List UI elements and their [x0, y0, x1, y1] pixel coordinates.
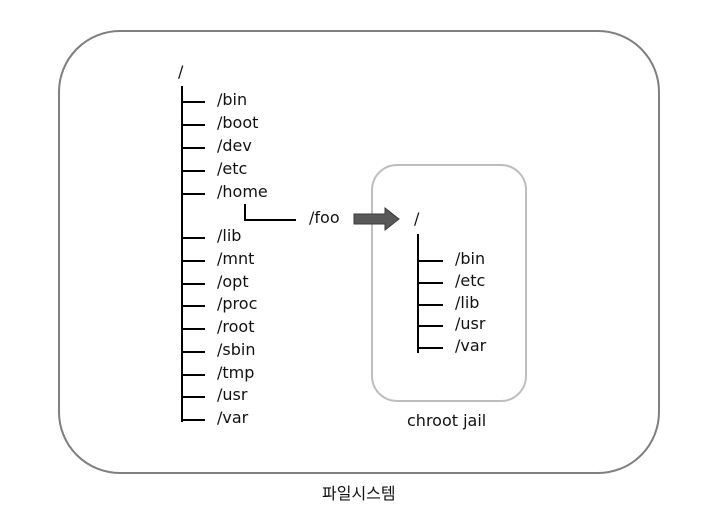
- fs-item-tmp: /tmp: [217, 363, 255, 382]
- fs-branch: [181, 305, 205, 307]
- fs-branch: [181, 351, 205, 353]
- jail-item-bin: /bin: [455, 249, 486, 268]
- fs-branch: [181, 283, 205, 285]
- jail-branch: [417, 325, 443, 328]
- jail-branch: [417, 281, 443, 284]
- fs-branch: [181, 147, 205, 149]
- fs-branch: [181, 124, 205, 126]
- fs-branch: [181, 193, 205, 195]
- jail-item-lib: /lib: [455, 292, 480, 312]
- home-connector-horizontal: [244, 219, 296, 221]
- right-arrow-icon: [353, 207, 400, 231]
- jail-branch: [417, 347, 443, 349]
- fs-item-var: /var: [217, 408, 249, 427]
- filesystem-caption: 파일시스템: [322, 484, 396, 503]
- fs-item-opt: /opt: [217, 272, 249, 291]
- fs-item-bin: /bin: [217, 90, 248, 109]
- fs-item-proc: /proc: [217, 294, 258, 313]
- foo-label: /foo: [309, 208, 340, 227]
- fs-item-sbin: /sbin: [217, 340, 256, 359]
- fs-branch: [181, 237, 205, 239]
- fs-branch: [181, 101, 205, 103]
- fs-branch: [181, 396, 205, 398]
- fs-item-root: /root: [217, 317, 255, 336]
- fs-branch: [181, 374, 205, 376]
- fs-item-home: /home: [217, 182, 268, 201]
- fs-item-boot: /boot: [217, 113, 259, 132]
- fs-tree-trunk: [181, 86, 183, 422]
- chroot-jail-caption: chroot jail: [407, 411, 487, 430]
- jail-tree-trunk: [417, 234, 419, 353]
- fs-branch: [181, 260, 205, 262]
- fs-branch: [181, 170, 205, 172]
- fs-branch: [181, 419, 205, 421]
- fs-item-dev: /dev: [217, 136, 252, 155]
- filesystem-frame: [58, 30, 660, 474]
- fs-item-usr: /usr: [217, 385, 248, 404]
- jail-item-etc: /etc: [455, 270, 486, 290]
- fs-root-label: /: [178, 62, 184, 81]
- fs-item-mnt: /mnt: [217, 249, 255, 268]
- jail-root-label: /: [414, 209, 420, 228]
- chroot-jail-frame: [371, 164, 527, 402]
- jail-branch: [417, 260, 443, 262]
- fs-item-etc: /etc: [217, 159, 248, 178]
- jail-item-usr: /usr: [455, 314, 486, 334]
- fs-item-lib: /lib: [217, 226, 242, 245]
- home-connector-vertical: [244, 204, 246, 220]
- jail-branch: [417, 303, 443, 306]
- fs-branch: [181, 328, 205, 330]
- jail-item-var: /var: [455, 336, 487, 355]
